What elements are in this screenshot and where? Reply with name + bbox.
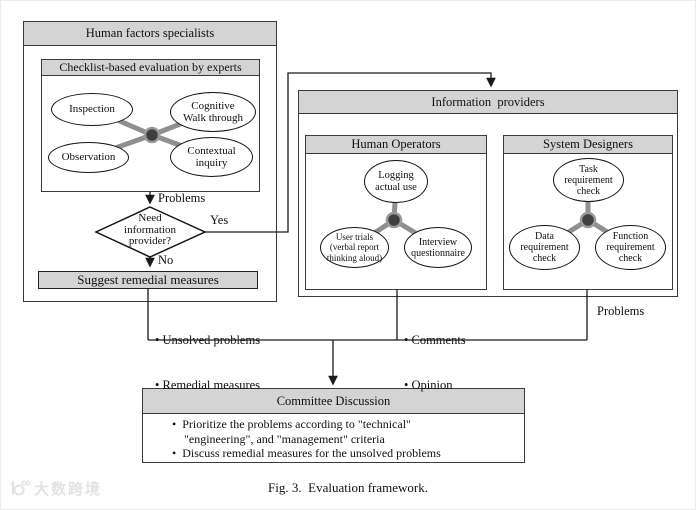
committee-discussion-body: • Prioritize the problems according to "… xyxy=(172,417,517,461)
node-task-requirement-check: Task requirement check xyxy=(553,158,624,202)
watermark-logo-icon xyxy=(10,480,30,495)
checklist-evaluation-header: Checklist-based evaluation by experts xyxy=(42,60,259,76)
node-data-requirement-check: Data requirement check xyxy=(509,225,580,270)
figure-caption: Fig. 3. Evaluation framework. xyxy=(268,480,428,495)
human-factors-header: Human factors specialists xyxy=(24,22,276,46)
committee-bullet-line: • Prioritize the problems according to "… xyxy=(172,417,411,431)
node-logging-actual-use: Logging actual use xyxy=(364,160,428,203)
human-operators-header: Human Operators xyxy=(306,136,486,154)
label-no: No xyxy=(158,253,174,267)
node-function-requirement-check: Function requirement check xyxy=(595,225,666,270)
information-providers-header: Information providers xyxy=(299,91,677,114)
system-designers-header: System Designers xyxy=(504,136,672,154)
node-user-trials: User trials (verbal report thinking alou… xyxy=(320,227,389,268)
node-inspection: Inspection xyxy=(51,93,133,126)
committee-bullet-line: "engineering", and "management" criteria xyxy=(184,431,385,446)
suggest-remedial-measures-box: Suggest remedial measures xyxy=(38,271,258,289)
decision-diamond-text: Need information provider? xyxy=(124,212,176,247)
human-operators-panel: Human Operators xyxy=(305,135,487,290)
label-problems-right: Problems xyxy=(597,304,645,318)
committee-bullet-line: • Discuss remedial measures for the unso… xyxy=(172,446,441,460)
node-contextual-inquiry: Contextual inquiry xyxy=(170,137,253,177)
node-observation: Observation xyxy=(48,142,129,173)
committee-discussion-panel: Committee Discussion xyxy=(142,388,525,463)
node-interview-questionnaire: Interview questionnaire xyxy=(404,227,472,268)
committee-discussion-header: Committee Discussion xyxy=(143,389,524,414)
label-comments-opinion: • Comments • Opinion xyxy=(404,333,466,392)
label-yes: Yes xyxy=(210,213,229,227)
watermark-text: 大数跨境 xyxy=(34,480,103,498)
label-problems-top: Problems xyxy=(158,191,206,205)
watermark: 大数跨境 xyxy=(8,478,102,499)
label-unsolved-problems: • Unsolved problems • Remedial measures xyxy=(155,333,261,392)
node-cognitive-walkthrough: Cognitive Walk through xyxy=(170,92,256,132)
